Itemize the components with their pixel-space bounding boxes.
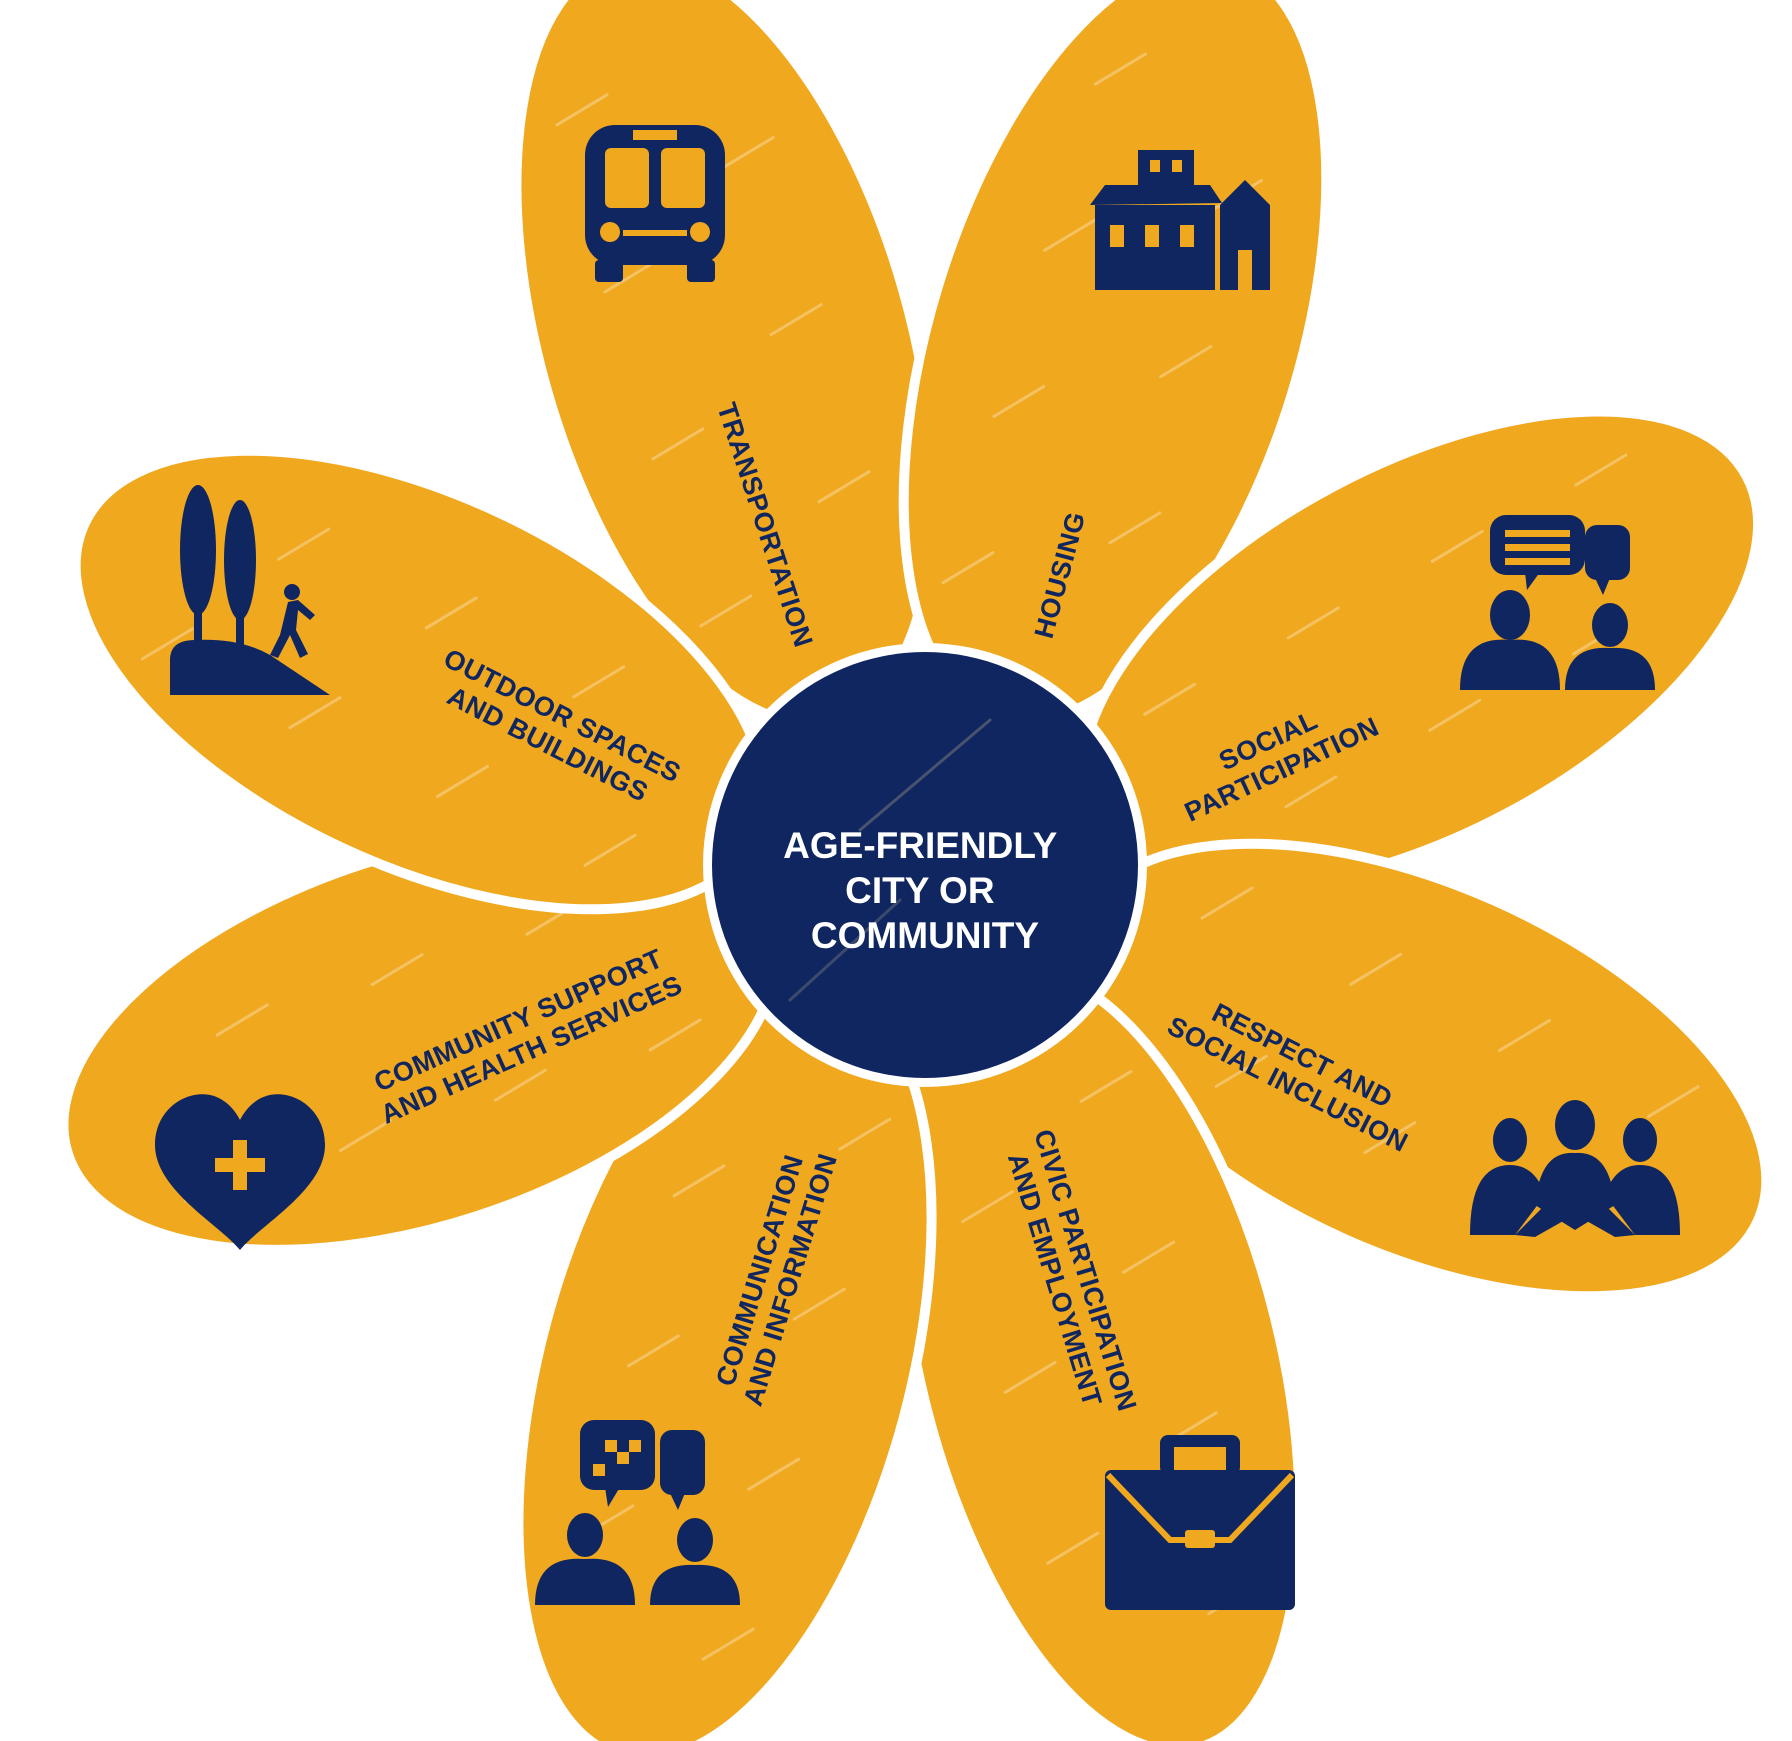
center-title-line-3: COMMUNITY bbox=[811, 915, 1039, 956]
center-circle: AGE-FRIENDLY CITY OR COMMUNITY bbox=[703, 643, 1147, 1087]
petal-texture-streak bbox=[1143, 682, 1197, 716]
briefcase-icon bbox=[1105, 1435, 1295, 1610]
petal-texture-streak bbox=[140, 627, 194, 661]
petal-texture-streak bbox=[1214, 1054, 1268, 1088]
petal-texture-streak bbox=[1430, 529, 1484, 563]
petal-texture-streak bbox=[215, 1003, 269, 1037]
petal-texture-streak bbox=[1159, 345, 1213, 379]
petal-texture-streak bbox=[817, 470, 871, 504]
petal-texture-streak bbox=[672, 1164, 726, 1198]
center-title-line-1: AGE-FRIENDLY bbox=[783, 825, 1057, 866]
petal-texture-streak bbox=[424, 596, 478, 630]
center-title: AGE-FRIENDLY CITY OR COMMUNITY bbox=[783, 825, 1067, 956]
petal-texture-streak bbox=[1497, 1019, 1551, 1053]
petal-texture-streak bbox=[747, 1457, 801, 1491]
petal-texture-streak bbox=[1043, 218, 1097, 252]
petal-texture-streak bbox=[699, 594, 753, 628]
trees-hiker-icon bbox=[170, 485, 330, 695]
petal-texture-streak bbox=[941, 551, 995, 585]
chat-bubbles-people-icon bbox=[535, 1420, 740, 1605]
petal-texture-streak bbox=[992, 384, 1046, 418]
petal-texture-streak bbox=[1003, 1360, 1057, 1394]
petal-texture-streak bbox=[572, 665, 626, 699]
petal-texture-streak bbox=[1428, 698, 1482, 732]
petal-texture-streak bbox=[1200, 886, 1254, 920]
petal-texture-streak bbox=[1363, 1121, 1417, 1155]
petal-texture-streak bbox=[1093, 52, 1147, 86]
petal-texture-streak bbox=[1079, 1069, 1133, 1103]
petal-texture-streak bbox=[1574, 453, 1628, 487]
petal-texture-streak bbox=[1122, 1240, 1176, 1274]
petal-texture-streak bbox=[583, 833, 637, 867]
petal-texture-streak bbox=[555, 93, 609, 127]
petal-texture-streak bbox=[701, 1627, 755, 1661]
petal-texture-streak bbox=[651, 427, 705, 461]
petal-texture-streak bbox=[603, 260, 657, 294]
petal-texture-streak bbox=[1646, 1085, 1700, 1119]
petal-texture-streak bbox=[1108, 511, 1162, 545]
petal-texture-streak bbox=[961, 1190, 1015, 1224]
houses-icon bbox=[1090, 150, 1270, 290]
petal-texture-streak bbox=[627, 1334, 681, 1368]
petal-texture-streak bbox=[338, 1119, 392, 1153]
petal-texture-streak bbox=[721, 136, 775, 170]
petal-texture-streak bbox=[435, 764, 489, 798]
group-people-icon bbox=[1470, 1100, 1680, 1237]
petal-texture-streak bbox=[1046, 1531, 1100, 1565]
center-title-line-2: CITY OR bbox=[845, 870, 994, 911]
petal-texture-streak bbox=[277, 527, 331, 561]
heart-cross-icon bbox=[155, 1094, 325, 1250]
petal-texture-streak bbox=[493, 1068, 547, 1102]
petal-texture-streak bbox=[1286, 606, 1340, 640]
bus-icon bbox=[585, 125, 725, 282]
petal-texture-streak bbox=[769, 303, 823, 337]
petal-texture-streak bbox=[648, 1018, 702, 1052]
petal-texture-streak bbox=[1349, 952, 1403, 986]
petal-texture-streak bbox=[838, 1117, 892, 1151]
petal-texture-streak bbox=[288, 696, 342, 730]
petal-texture-streak bbox=[370, 953, 424, 987]
petal-texture-streak bbox=[792, 1287, 846, 1321]
chatting-people-icon bbox=[1460, 515, 1655, 690]
petal-texture-streak bbox=[1284, 775, 1338, 809]
